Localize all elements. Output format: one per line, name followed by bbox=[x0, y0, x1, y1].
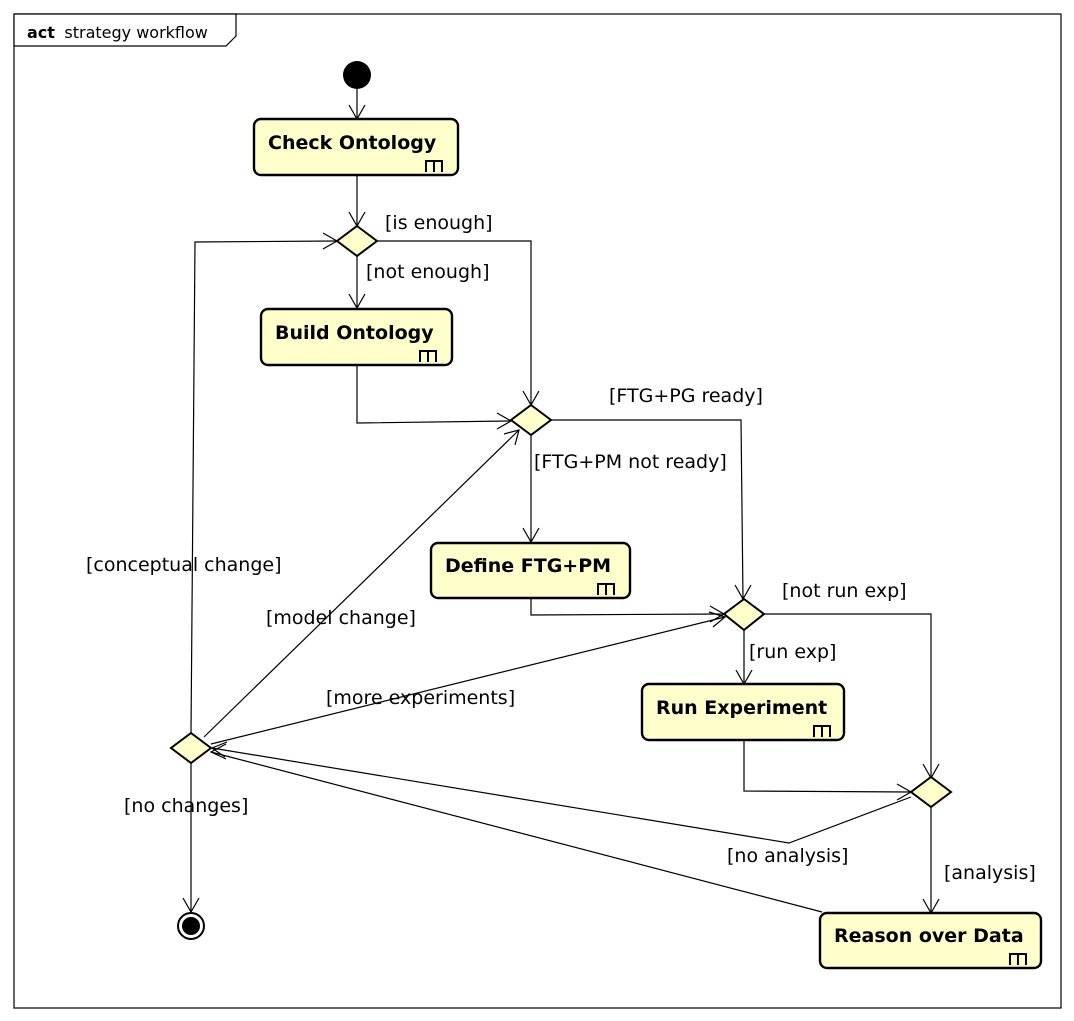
flow-decision5-to-decision2 bbox=[203, 429, 520, 738]
decision-node-ontology[interactable] bbox=[335, 224, 379, 258]
arrowhead bbox=[503, 429, 520, 446]
decision-node-experiment[interactable] bbox=[722, 597, 766, 632]
decision-node-analysis[interactable] bbox=[909, 775, 953, 809]
action-label: Run Experiment bbox=[656, 697, 827, 719]
action-check-ontology[interactable]: Check Ontology bbox=[252, 117, 460, 177]
action-reason-over-data[interactable]: Reason over Data bbox=[818, 911, 1043, 970]
call-behavior-icon bbox=[597, 583, 615, 595]
action-run-experiment[interactable]: Run Experiment bbox=[640, 682, 846, 742]
guard-no-changes: [no changes] bbox=[124, 795, 248, 817]
guard-not-run-exp: [not run exp] bbox=[782, 580, 907, 602]
action-label: Define FTG+PM bbox=[445, 555, 611, 577]
call-behavior-icon bbox=[813, 725, 831, 737]
flow-decision4-to-decision5 bbox=[211, 747, 912, 844]
action-build-ontology[interactable]: Build Ontology bbox=[259, 307, 454, 367]
flow-decision5-to-decision1 bbox=[190, 240, 338, 734]
action-define-ftg-pm[interactable]: Define FTG+PM bbox=[429, 541, 632, 600]
flow-reason-to-decision5 bbox=[210, 751, 823, 913]
guard-not-enough: [not enough] bbox=[366, 261, 489, 283]
initial-node bbox=[343, 61, 371, 89]
guard-no-analysis: [no analysis] bbox=[727, 845, 848, 867]
frame-title: act strategy workflow bbox=[27, 23, 208, 42]
flow-decision1-to-decision2 bbox=[377, 240, 532, 405]
guard-is-enough: [is enough] bbox=[385, 212, 493, 234]
flow-decision5-to-decision3 bbox=[210, 616, 726, 745]
guard-ftg-pm-not-ready: [FTG+PM not ready] bbox=[534, 451, 727, 473]
guard-analysis: [analysis] bbox=[944, 862, 1036, 884]
flow-define-to-decision3 bbox=[530, 598, 725, 616]
guard-ftg-pg-ready: [FTG+PG ready] bbox=[609, 385, 763, 407]
guard-conceptual-change: [conceptual change] bbox=[86, 554, 282, 576]
action-label: Build Ontology bbox=[275, 322, 434, 344]
flow-decision3-to-decision4 bbox=[764, 613, 932, 778]
guard-labels: [is enough] [not enough] [FTG+PG ready] … bbox=[86, 212, 1036, 884]
flow-run-to-decision4 bbox=[743, 740, 912, 793]
guard-model-change: [model change] bbox=[266, 607, 416, 629]
frame-keyword: act bbox=[27, 23, 55, 42]
frame-tab bbox=[13, 13, 237, 47]
flow-decision2-to-decision3 bbox=[551, 419, 744, 600]
decision-nodes bbox=[169, 224, 953, 809]
diagram-frame bbox=[13, 13, 1062, 1009]
decision-node-ftg[interactable] bbox=[509, 403, 553, 437]
arrowhead bbox=[708, 611, 727, 628]
guard-run-exp: [run exp] bbox=[749, 641, 836, 663]
control-flows bbox=[190, 89, 932, 913]
final-node bbox=[177, 912, 205, 940]
action-label: Check Ontology bbox=[268, 132, 437, 154]
flow-build-to-decision2 bbox=[356, 365, 512, 424]
arrowhead bbox=[209, 743, 227, 760]
guard-more-experiments: [more experiments] bbox=[326, 687, 515, 709]
action-label: Reason over Data bbox=[834, 925, 1024, 947]
call-behavior-icon bbox=[425, 160, 443, 172]
call-behavior-icon bbox=[419, 350, 437, 362]
call-behavior-icon bbox=[1009, 953, 1027, 965]
frame-name: strategy workflow bbox=[64, 23, 208, 42]
decision-node-change[interactable] bbox=[169, 731, 213, 765]
